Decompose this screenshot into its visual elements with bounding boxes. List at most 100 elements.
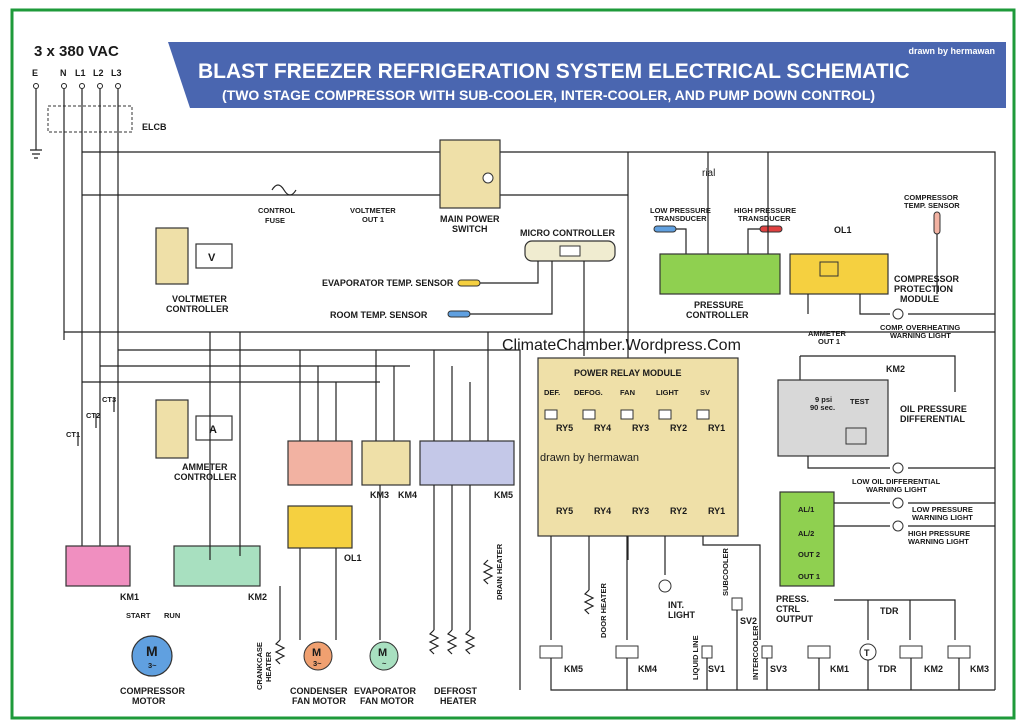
- km4-contactor[interactable]: [361, 440, 411, 486]
- ammeter-controller-box[interactable]: [155, 399, 189, 459]
- switch-lamp-icon: [482, 172, 494, 184]
- relay-fn-sv: SV: [700, 388, 710, 397]
- ol1-relay[interactable]: [287, 505, 353, 549]
- load-bus-wires: [82, 332, 521, 690]
- defrost-heater-icon: [428, 629, 476, 655]
- condenser-fan-icon: [303, 641, 333, 671]
- pressure-controller-box[interactable]: [659, 253, 781, 295]
- relay-output-wires: [550, 536, 761, 640]
- credit-text: drawn by hermawan: [908, 46, 995, 56]
- terminal-n: N: [60, 68, 67, 78]
- km3-contactor[interactable]: [287, 440, 353, 486]
- terminal-l1: L1: [75, 68, 86, 78]
- main-title: BLAST FREEZER REFRIGERATION SYSTEM ELECT…: [198, 60, 910, 83]
- evap-sensor-label: EVAPORATOR TEMP. SENSOR: [322, 278, 454, 288]
- sv3-icon: [761, 645, 773, 659]
- protection-relay-icon: [819, 261, 839, 277]
- lp-transducer-icon: [653, 225, 677, 233]
- evap-sensor-icon: [457, 279, 481, 287]
- door-heater-icon: [583, 589, 595, 615]
- km1-label: KM1: [120, 592, 139, 602]
- condenser-fan-tilde: 3~: [313, 659, 322, 668]
- ct2-label: CT2: [86, 411, 100, 420]
- coil-km4-label: KM4: [638, 664, 657, 674]
- coil-tdr-label: TDR: [878, 664, 897, 674]
- ol1-label: OL1: [344, 553, 362, 563]
- micro-controller-label: MICRO CONTROLLER: [520, 228, 615, 238]
- evaporator-fan-symbol: M: [378, 647, 387, 659]
- bottom-coils: T KM5 KM4 KM1 TDR KM2 KM3: [539, 643, 989, 674]
- power-relay-module-box[interactable]: [537, 357, 739, 537]
- sv2-icon: [731, 597, 743, 611]
- title-banner: [168, 42, 1006, 108]
- press-output-box[interactable]: [779, 491, 835, 587]
- voltmeter-controller-box[interactable]: [155, 227, 189, 285]
- supply-label: 3 x 380 VAC: [34, 43, 119, 60]
- earth-symbol: [30, 89, 42, 159]
- relay-fn-defog: DEFOG.: [574, 388, 603, 397]
- press-output-out1: OUT 1: [798, 572, 820, 581]
- ct1-label: CT1: [66, 430, 80, 439]
- km2-contact-label: KM2: [886, 364, 905, 374]
- motor-run-label: RUN: [164, 611, 180, 620]
- control-bus-top: [82, 151, 996, 690]
- km2-contactor[interactable]: [173, 545, 261, 587]
- relay-bottom-ry1: RY1: [708, 506, 725, 516]
- comp-temp-sensor-icon: [933, 211, 941, 235]
- relay-bottom-ry2: RY2: [670, 506, 687, 516]
- door-heater-label: DOOR HEATER: [599, 583, 608, 638]
- sv1-label: SV1: [708, 664, 725, 674]
- relay-top-ry3: RY3: [632, 423, 649, 433]
- green-border: [10, 8, 1016, 720]
- km5-contactor[interactable]: [419, 440, 515, 486]
- relay-bottom-ry3: RY3: [632, 506, 649, 516]
- hp-transducer-icon: [759, 225, 783, 233]
- crankcase-heater-label: CRANKCASEHEATER: [255, 642, 273, 690]
- ammeter-symbol: A: [209, 424, 217, 436]
- km1-contactor[interactable]: [65, 545, 131, 587]
- oil-test-label: TEST: [850, 397, 870, 406]
- fuse-symbol: [271, 184, 297, 196]
- liquid-line-label: LIQUID LINE: [691, 635, 700, 680]
- module-watermark: drawn by hermawan: [540, 452, 639, 464]
- relay-top-ry2: RY2: [670, 423, 687, 433]
- high-pressure-light-icon: [892, 520, 904, 532]
- relay-fn-light: LIGHT: [656, 388, 679, 397]
- low-pressure-light-icon: [892, 497, 904, 509]
- low-oil-light-icon: [892, 462, 904, 474]
- coil-km3-label: KM3: [970, 664, 989, 674]
- elcb-box: [47, 105, 133, 133]
- relay-top-ry5: RY5: [556, 423, 573, 433]
- intercooler-label: INTERCOOLER: [751, 625, 760, 680]
- relay-bottom-ry4: RY4: [594, 506, 611, 516]
- compressor-protection-box[interactable]: [789, 253, 889, 295]
- voltmeter-display: [195, 243, 233, 269]
- transducer-wires: [627, 152, 769, 560]
- sv3-label: SV3: [770, 664, 787, 674]
- relay-functions: DEF. DEFOG. FAN LIGHT SV: [544, 388, 710, 397]
- ol1-top-label: OL1: [834, 225, 852, 235]
- ammeter-display: [195, 415, 233, 441]
- coil-km1-label: KM1: [830, 664, 849, 674]
- micro-controller-wires: [470, 261, 585, 356]
- km4-label: KM4: [398, 490, 417, 500]
- press-output-al2: AL/2: [798, 529, 814, 538]
- crankcase-heater-icon: [274, 639, 286, 665]
- press-output-out2: OUT 2: [798, 550, 820, 559]
- int-light-label: INT.LIGHT: [668, 600, 695, 620]
- oil-diff-box[interactable]: [777, 379, 889, 457]
- relay-contacts-bottom: RY5 RY4 RY3 RY2 RY1: [556, 506, 725, 516]
- relay-top-ry1: RY1: [708, 423, 725, 433]
